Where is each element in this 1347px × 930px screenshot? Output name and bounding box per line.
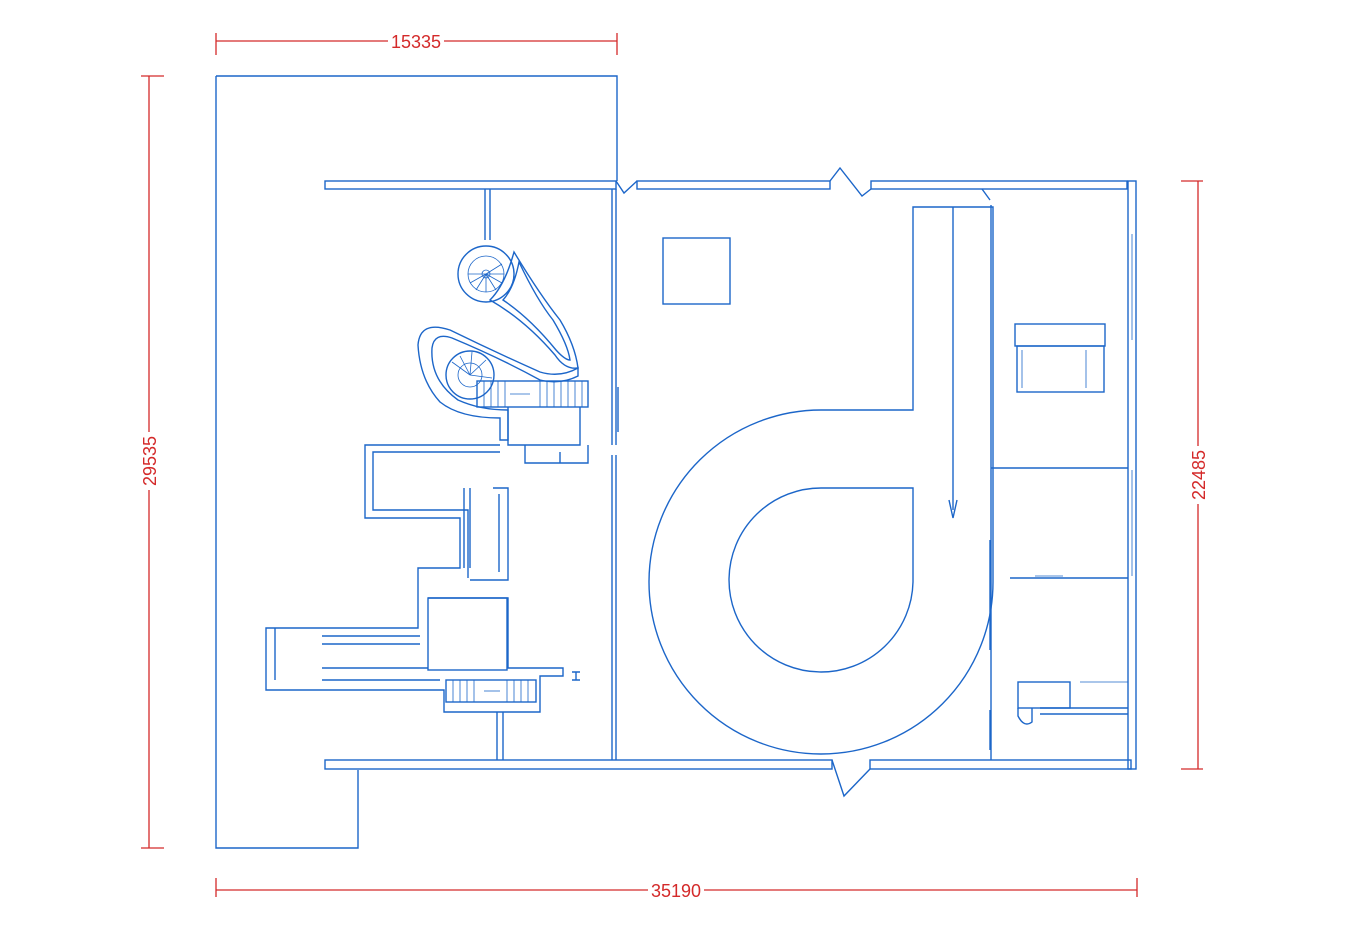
bottom-door-swing bbox=[831, 759, 871, 798]
dimension-right-height-label: 22485 bbox=[1189, 450, 1209, 500]
dimension-top-width-label: 15335 bbox=[391, 32, 441, 52]
dimension-lines: 15335 35190 29535 22485 bbox=[138, 30, 1209, 901]
lower-spiral-stair bbox=[445, 350, 495, 400]
west-straight-stairs bbox=[265, 380, 589, 760]
west-room-block bbox=[427, 597, 508, 671]
dimension-left-height: 29535 bbox=[138, 75, 164, 849]
upper-straight-stair bbox=[476, 380, 589, 408]
east-bath-fixture bbox=[1017, 681, 1071, 709]
dimension-right-height: 22485 bbox=[1181, 180, 1209, 770]
east-wall bbox=[1127, 180, 1137, 770]
site-outline bbox=[215, 75, 618, 849]
top-door-swing-2 bbox=[829, 166, 872, 197]
spiral-ramp bbox=[648, 206, 994, 755]
lower-spiral-treads bbox=[451, 351, 493, 379]
dimension-bottom-width-label: 35190 bbox=[651, 881, 701, 901]
west-spiral-stairs bbox=[417, 189, 579, 441]
east-furniture-body bbox=[1016, 345, 1105, 393]
top-door-swing-3 bbox=[981, 188, 991, 201]
dimension-bottom-width: 35190 bbox=[215, 878, 1138, 901]
east-furniture-top bbox=[1014, 323, 1106, 347]
central-wall bbox=[611, 189, 619, 760]
top-wall-west bbox=[324, 180, 617, 190]
bottom-wall-east bbox=[869, 759, 1132, 770]
lower-straight-stair bbox=[445, 679, 537, 703]
upper-spiral-stair bbox=[457, 245, 515, 303]
column-marker bbox=[572, 671, 580, 681]
dimension-left-height-label: 29535 bbox=[140, 436, 160, 486]
upper-spiral-treads bbox=[468, 263, 504, 292]
exterior-walls bbox=[324, 166, 1137, 798]
bottom-wall-west bbox=[324, 759, 833, 770]
curved-ramp-upper bbox=[488, 250, 579, 369]
square-skylight bbox=[662, 237, 731, 305]
dimension-top-width: 15335 bbox=[215, 30, 618, 55]
top-wall-middle bbox=[636, 180, 831, 190]
east-rooms bbox=[989, 205, 1128, 760]
curved-ramp-lower bbox=[417, 326, 579, 441]
top-wall-east bbox=[870, 180, 1128, 190]
top-door-swing-1 bbox=[615, 180, 638, 195]
